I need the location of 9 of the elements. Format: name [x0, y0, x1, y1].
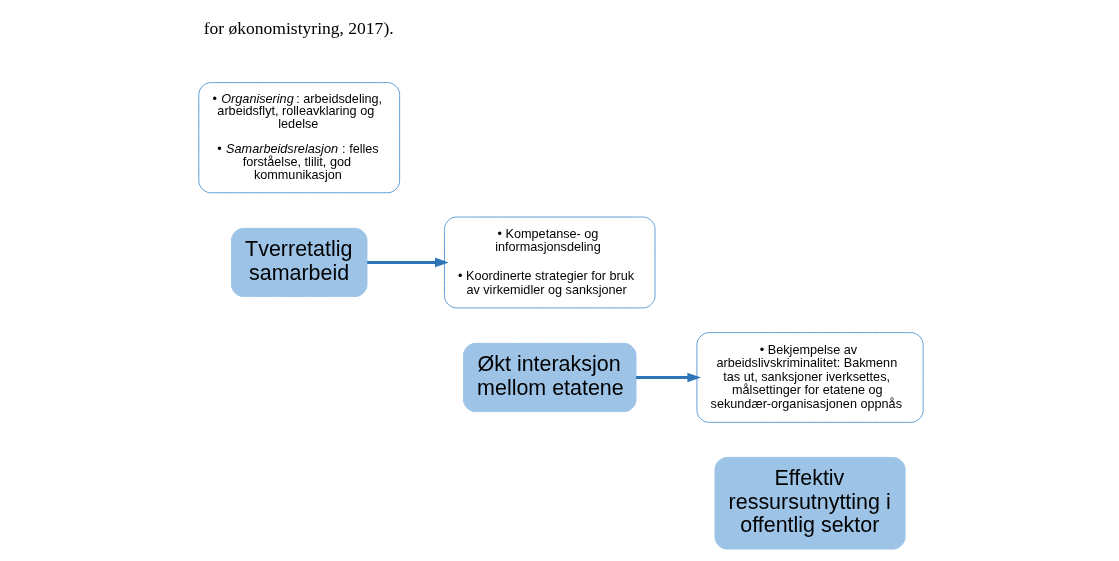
- node-box: Økt interaksjon mellom etatene: [463, 342, 637, 413]
- node-box: Tverretatlig samarbeid: [231, 227, 368, 298]
- node-box: • Kompetanse- og informasjonsdeling • Koordinerte strategier for bruk av virkemidler og sanksjoner: [444, 216, 656, 309]
- arrow: [367, 257, 449, 268]
- node-box: • Organisering: arbeidsdeling, arbeidsflyt, rolleavklaring og ledelse • Samarbeidsrelasjon: felles forståelse, tlilit, god kommunikasjon: [198, 82, 401, 194]
- arrow: [636, 372, 702, 383]
- label: for økonomistyring, 2017).: [203, 17, 394, 38]
- node-box: • Bekjempelse av arbeidslivskriminalitet: Bakmenn tas ut, sanksjoner iverksettes, målsettinger for etatene og sekundær-organisasjonen oppnås: [696, 332, 924, 423]
- node-box: Effektiv ressursutnytting i offentlig sektor: [714, 456, 906, 550]
